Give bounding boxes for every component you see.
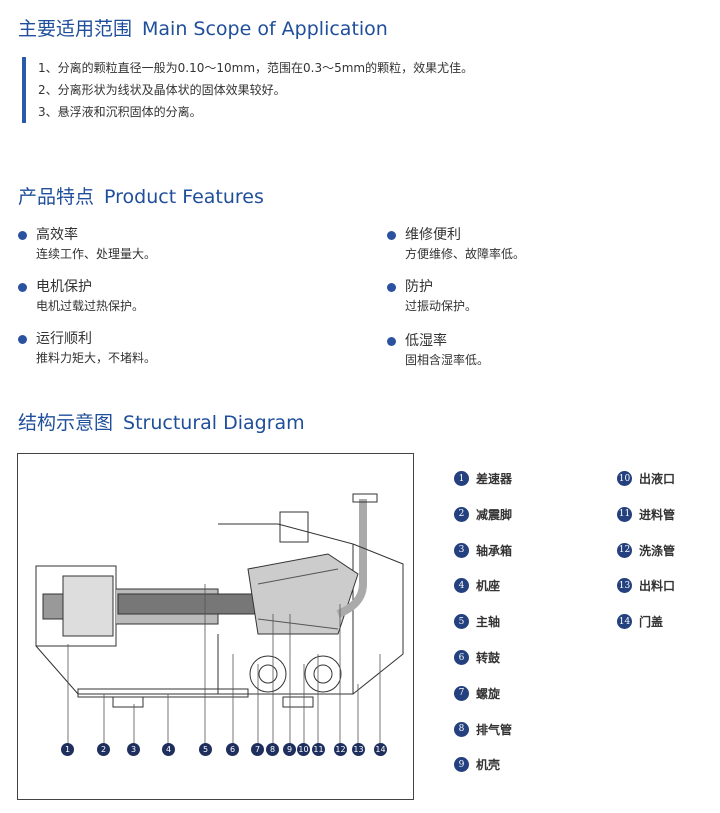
legend-item: 12 洗涤管 [617,542,675,559]
legend-item: 3 轴承箱 [454,542,512,559]
callout-5: 5 [199,743,212,756]
structural-diagram: 1 2 3 4 5 6 7 8 9 10 11 12 13 14 [17,453,414,800]
legend-item: 7 螺旋 [454,685,500,702]
legend-label: 螺旋 [476,686,501,701]
number-badge: 4 [454,578,469,594]
feature-item: 低湿率固相含湿率低。 [387,331,687,369]
feature-desc: 推料力矩大，不堵料。 [36,351,157,365]
feature-title: 防护 [387,277,687,297]
legend-item: 9 机壳 [454,756,500,773]
number-badge: 3 [454,542,469,558]
number-badge: 9 [454,757,469,773]
feature-desc: 方便维修、故障率低。 [405,247,526,261]
callout-4: 4 [162,743,175,756]
feature-item: 高效率连续工作、处理量大。 [18,225,318,263]
feature-title: 低湿率 [387,331,687,351]
number-badge: 1 [454,471,469,486]
legend-item: 13 出料口 [617,577,675,594]
heading-cn: 主要适用范围 [18,18,133,40]
callout-7: 7 [251,743,264,756]
scope-list: 1、分离的颗粒直径一般为0.10～10mm，范围在0.3～5mm的颗粒，效果尤佳… [22,57,473,123]
legend-item: 11 进料管 [617,506,675,523]
legend-label: 转鼓 [476,651,501,665]
scope-item: 3、悬浮液和沉积固体的分离。 [38,105,202,119]
legend-label: 进料管 [639,507,676,522]
scope-heading: 主要适用范围 Main Scope of Application [18,14,388,41]
heading-en: Product Features [104,186,264,208]
callout-11: 11 [312,743,325,756]
feature-title: 高效率 [18,225,318,245]
number-badge: 14 [617,614,632,630]
callout-14: 14 [374,743,387,756]
callout-13: 13 [352,743,365,756]
legend-label: 出液口 [639,472,676,486]
legend-label: 门盖 [639,615,664,630]
legend-label: 减震脚 [476,507,513,522]
features-heading: 产品特点 Product Features [18,182,264,209]
callout-1: 1 [61,743,74,756]
feature-title: 维修便利 [387,225,687,245]
legend-label: 机座 [476,579,501,594]
callout-6: 6 [226,743,239,756]
legend-label: 机壳 [476,758,501,773]
number-badge: 5 [454,614,469,630]
feature-item: 运行顺利推料力矩大，不堵料。 [18,329,318,367]
legend-item: 8 排气管 [454,721,512,738]
centrifuge-drawing [35,493,404,749]
legend-item: 4 机座 [454,577,500,594]
feature-item: 维修便利方便维修、故障率低。 [387,225,687,263]
legend-label: 主轴 [476,615,501,630]
feature-desc: 过振动保护。 [405,299,478,313]
feature-item: 防护过振动保护。 [387,277,687,315]
callout-3: 3 [127,743,140,756]
callout-10: 10 [297,743,310,756]
legend-label: 洗涤管 [639,543,676,558]
legend-label: 排气管 [476,722,513,737]
scope-item: 1、分离的颗粒直径一般为0.10～10mm，范围在0.3～5mm的颗粒，效果尤佳… [38,61,474,75]
callout-8: 8 [266,743,279,756]
feature-desc: 固相含湿率低。 [405,353,490,367]
callout-9: 9 [283,743,296,756]
number-badge: 12 [617,542,632,558]
heading-cn: 产品特点 [18,186,95,208]
heading-en: Main Scope of Application [142,18,388,40]
number-badge: 10 [617,471,632,486]
legend-item: 10 出液口 [617,470,675,487]
feature-title: 运行顺利 [18,329,318,349]
diagram-heading: 结构示意图 Structural Diagram [18,408,305,435]
legend-item: 5 主轴 [454,613,500,630]
heading-cn: 结构示意图 [18,412,114,434]
number-badge: 8 [454,721,469,737]
legend-label: 出料口 [639,579,676,594]
legend-item: 1 差速器 [454,470,512,487]
feature-item: 电机保护电机过载过热保护。 [18,277,318,315]
legend-label: 轴承箱 [476,543,513,558]
callout-2: 2 [97,743,110,756]
legend-label: 差速器 [476,472,513,486]
number-badge: 6 [454,650,469,665]
feature-desc: 电机过载过热保护。 [36,299,145,313]
scope-item: 2、分离形状为线状及晶体状的固体效果较好。 [38,83,286,97]
legend-item: 2 减震脚 [454,506,512,523]
number-badge: 13 [617,578,632,594]
legend-item: 6 转鼓 [454,649,500,666]
number-badge: 7 [454,685,469,701]
callout-12: 12 [334,743,347,756]
number-badge: 2 [454,506,469,522]
heading-en: Structural Diagram [123,412,305,434]
feature-title: 电机保护 [18,277,318,297]
number-badge: 11 [617,506,632,522]
legend-item: 14 门盖 [617,613,663,630]
feature-desc: 连续工作、处理量大。 [36,247,157,261]
